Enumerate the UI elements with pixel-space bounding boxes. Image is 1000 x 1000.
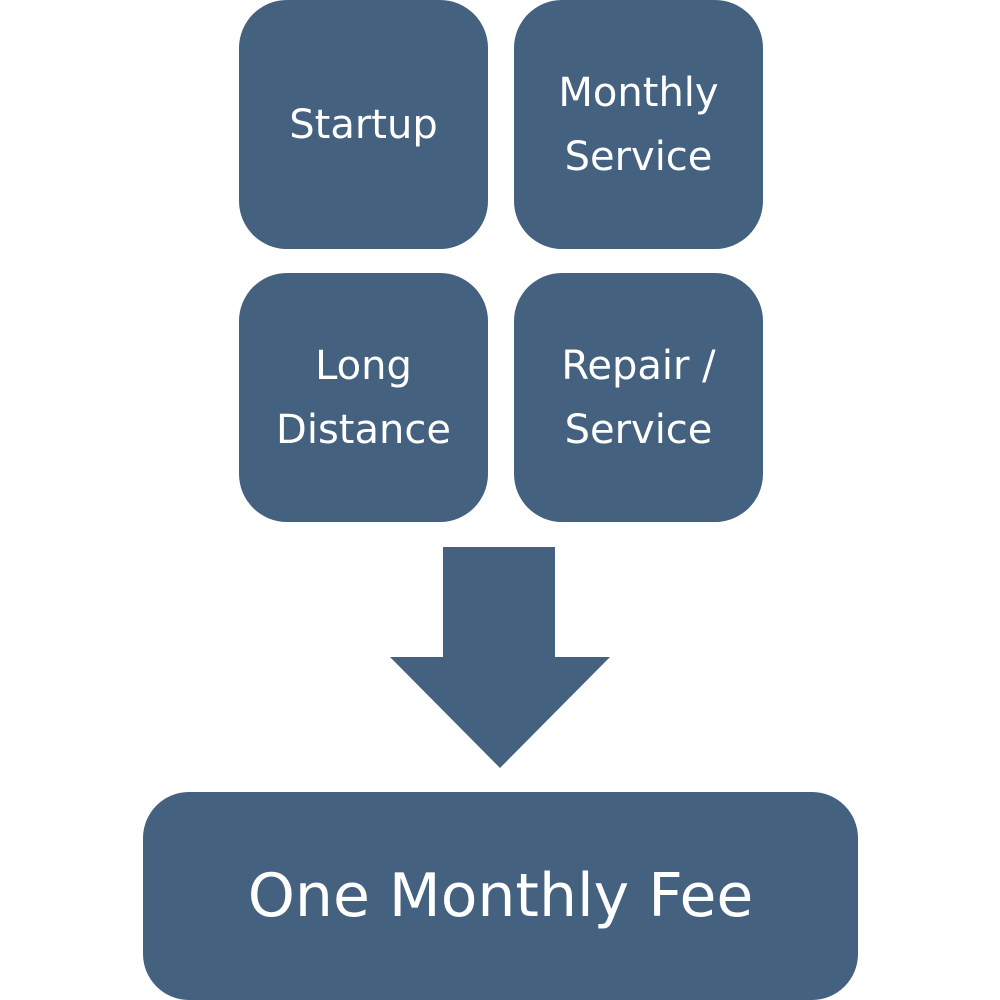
long-distance-label-line-2: Distance [276, 406, 451, 453]
repair-service-label-line-1: Repair / [561, 342, 716, 389]
long-distance-box: Long Distance [239, 273, 488, 522]
one-monthly-fee-label: One Monthly Fee [247, 861, 754, 931]
startup-box: Startup [239, 0, 488, 249]
down-arrow-icon [390, 547, 610, 768]
one-monthly-fee-box: One Monthly Fee [143, 792, 858, 1000]
monthly-service-label-line-1: Monthly [558, 69, 719, 116]
startup-label: Startup [289, 101, 438, 148]
repair-service-box: Repair / Service [514, 273, 763, 522]
repair-service-label-line-2: Service [564, 406, 713, 453]
monthly-service-label-line-2: Service [564, 133, 713, 180]
long-distance-label-line-1: Long [315, 342, 412, 389]
monthly-service-box: Monthly Service [514, 0, 763, 249]
